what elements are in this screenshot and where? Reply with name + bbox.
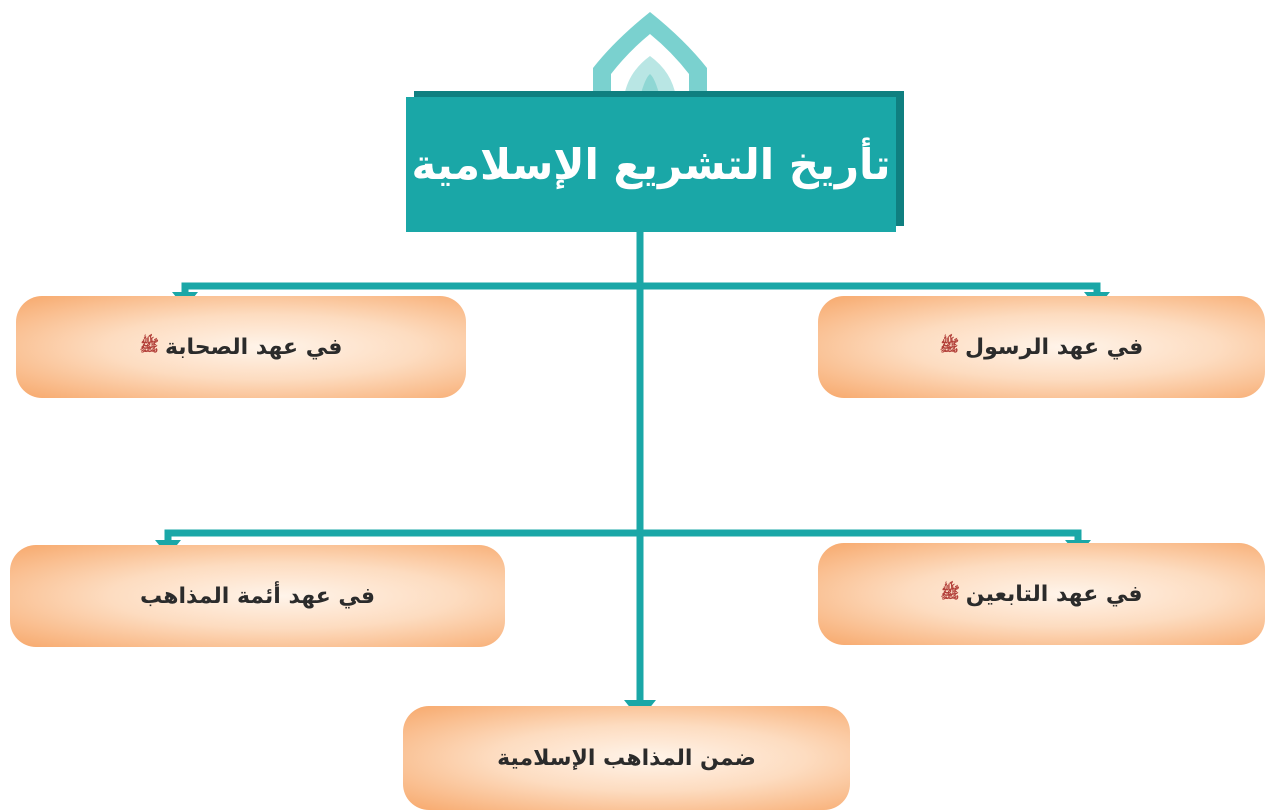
honorific-icon: ﷺ (940, 582, 960, 602)
node-madhahib: ضمن المذاهب الإسلامية (403, 706, 850, 810)
diagram-title: تأريخ التشريع الإسلامية (411, 140, 891, 189)
node-aimma: في عهد أئمة المذاهب (10, 545, 505, 647)
node-rasul-label: في عهد الرسول (965, 334, 1144, 360)
node-madhahib-label: ضمن المذاهب الإسلامية (497, 745, 756, 771)
node-tabiin-label: في عهد التابعين (965, 581, 1143, 607)
diagram-title-box: تأريخ التشريع الإسلامية (406, 97, 896, 232)
honorific-icon: ﷺ (939, 335, 960, 355)
node-aimma-label: في عهد أئمة المذاهب (139, 583, 376, 609)
honorific-icon: ﷺ (139, 335, 159, 355)
dome-ornament (593, 12, 707, 97)
node-sahaba: في عهد الصحابة ﷺ (16, 296, 466, 398)
node-tabiin: في عهد التابعين ﷺ (818, 543, 1265, 645)
node-sahaba-label: في عهد الصحابة (164, 334, 343, 360)
node-rasul: في عهد الرسول ﷺ (818, 296, 1265, 398)
